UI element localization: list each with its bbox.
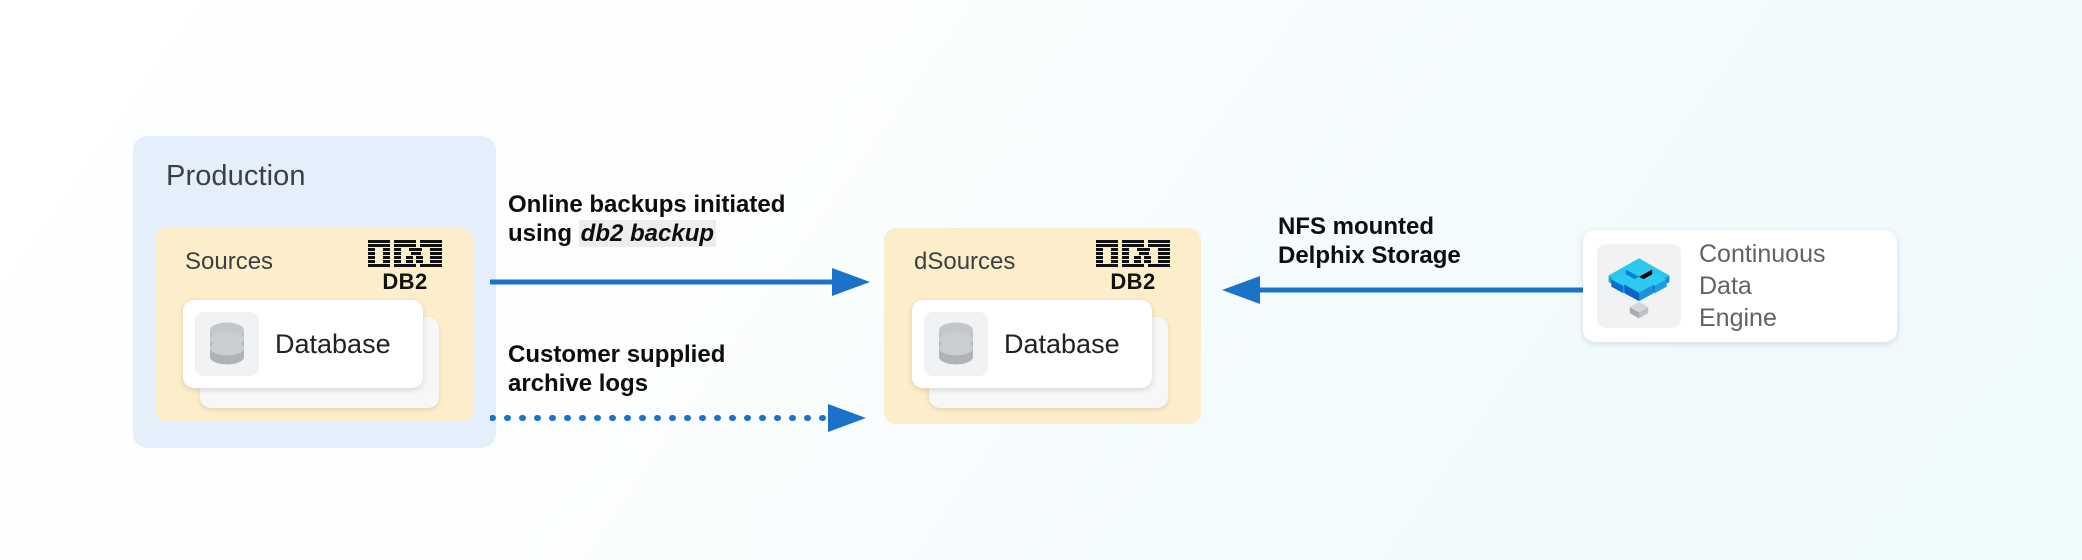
- nfs-connector-label: NFS mounted Delphix Storage: [1278, 212, 1461, 271]
- arrow-right-icon: [832, 268, 870, 296]
- database-card-label: Database: [275, 328, 391, 359]
- backup-label-line2-prefix: using: [508, 220, 579, 248]
- ibm-db2-logo-target: DB2: [1091, 240, 1175, 293]
- production-panel: Production Sources: [133, 136, 496, 448]
- database-cylinder-icon: [939, 322, 973, 365]
- nfs-label-line2: Delphix Storage: [1278, 242, 1461, 270]
- cde-line-3: Engine: [1699, 304, 1777, 332]
- dsources-panel: dSources: [884, 228, 1201, 424]
- backup-label-line1: Online backups initiated: [508, 191, 786, 218]
- continuous-data-engine-card[interactable]: Continuous Data Engine: [1583, 230, 1897, 342]
- archive-connector-label: Customer supplied archive logs: [508, 340, 725, 399]
- dsource-card-stack: Database: [912, 300, 1168, 408]
- archive-arrow: [490, 404, 866, 432]
- dsource-card-label: Database: [1004, 328, 1120, 359]
- dsources-label: dSources: [914, 248, 1016, 275]
- cde-line-2: Data: [1699, 272, 1752, 300]
- archive-label-line2: archive logs: [508, 370, 649, 398]
- db2-text: DB2: [382, 269, 428, 294]
- ibm-logo-icon: [1096, 240, 1170, 267]
- database-cylinder-icon: [210, 322, 244, 365]
- arrow-right-dotted-icon: [828, 404, 866, 432]
- archive-label-line1: Customer supplied: [508, 341, 726, 368]
- dsource-card[interactable]: Database: [912, 300, 1152, 388]
- sources-label: Sources: [185, 248, 274, 275]
- production-title: Production: [166, 160, 306, 192]
- database-icon: [924, 312, 988, 376]
- db2-text: DB2: [1110, 269, 1156, 294]
- nfs-label-line1: NFS mounted: [1278, 213, 1434, 240]
- delphix-cubes-icon: [1597, 244, 1681, 328]
- arrow-left-icon: [1222, 276, 1260, 304]
- nfs-arrow: [1222, 276, 1586, 304]
- database-card[interactable]: Database: [183, 300, 423, 388]
- delphix-isometric-cubes-icon: [1608, 258, 1670, 319]
- backup-arrow: [490, 268, 870, 296]
- database-card-stack: Database: [183, 300, 439, 408]
- ibm-logo-icon: [368, 240, 442, 267]
- sources-panel: Sources: [155, 228, 473, 422]
- cde-line-1: Continuous: [1699, 240, 1826, 268]
- backup-command-code: db2 backup: [578, 220, 717, 248]
- backup-connector-label: Online backups initiated using db2 backu…: [508, 190, 785, 249]
- ibm-db2-logo: DB2: [363, 240, 447, 293]
- database-icon: [195, 312, 259, 376]
- continuous-data-engine-label: Continuous Data Engine: [1699, 238, 1825, 334]
